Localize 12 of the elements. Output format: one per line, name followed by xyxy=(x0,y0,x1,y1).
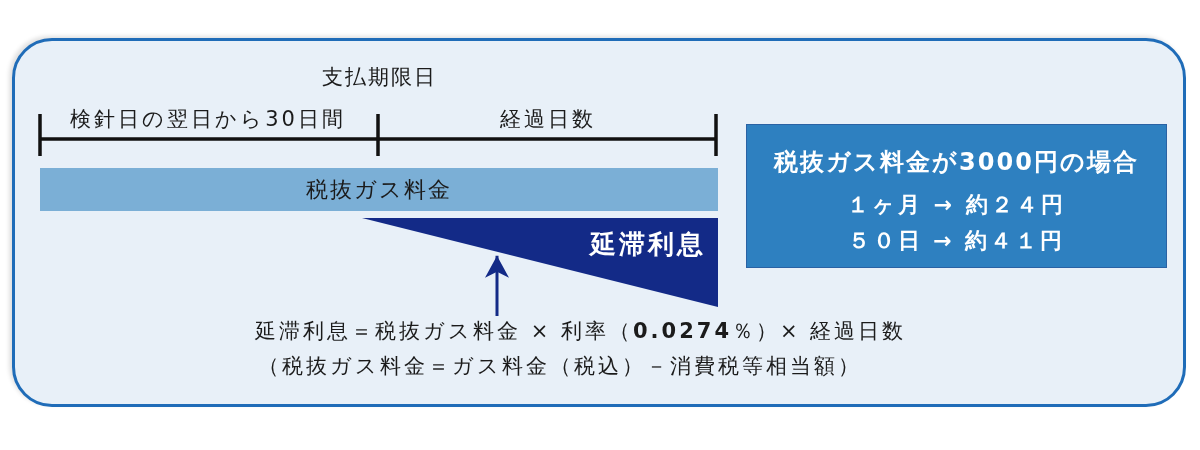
fee-bar: 税抜ガス料金 xyxy=(40,168,718,211)
example-line: ５０日 → 約４１円 xyxy=(847,227,1066,255)
timeline-label: 支払期限日 xyxy=(321,64,437,91)
arrow xyxy=(485,255,509,316)
timeline-label: 検針日の翌日から30日間 xyxy=(70,106,346,133)
example-heading: 税抜ガス料金が3000円の場合 xyxy=(774,147,1139,177)
timeline-label: 経過日数 xyxy=(500,106,596,133)
example-line: １ヶ月 → 約２４円 xyxy=(847,191,1066,219)
formula-text: 延滞利息＝税抜ガス料金 × 利率（0.0274％）× 経過日数 xyxy=(255,318,907,345)
interest-triangle: 延滞利息 xyxy=(362,218,718,307)
formula-note: （税抜ガス料金＝ガス料金（税込）－消費税等相当額） xyxy=(258,353,862,380)
example-box xyxy=(746,124,1167,268)
